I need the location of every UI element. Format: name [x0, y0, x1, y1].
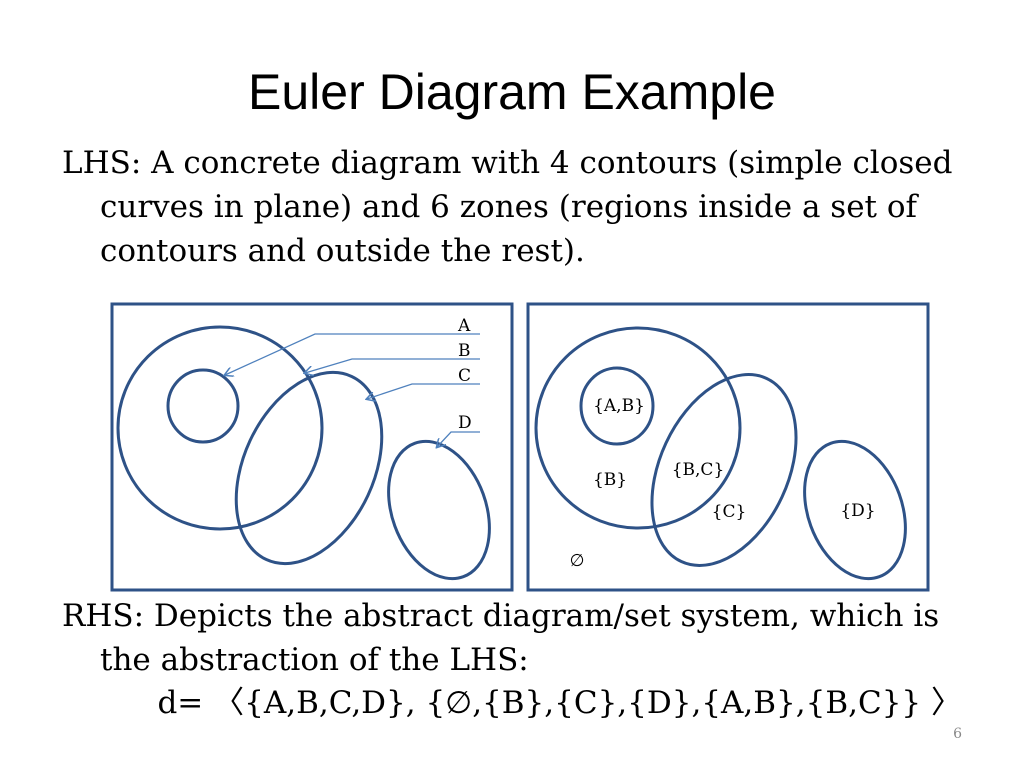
abstract-contour-a: [579, 366, 655, 446]
pointer-b: [305, 358, 480, 373]
label-a: A: [457, 316, 471, 336]
slide-number: 6: [953, 726, 962, 742]
label-b: B: [458, 341, 471, 361]
lhs-bullet: LHS: A concrete diagram with 4 contours …: [62, 141, 972, 273]
zone-label-empty: ∅: [570, 551, 585, 571]
label-d: D: [458, 413, 472, 433]
abstract-diagram-formula: d= 〈{A,B,C,D}, {∅,{B},{C},{D},{A,B},{B,C…: [157, 685, 962, 721]
contour-c: [234, 370, 384, 566]
abstract-contour-c: [650, 373, 798, 567]
abstract-contour-d: [803, 439, 907, 581]
zone-label-d: {D}: [840, 501, 875, 521]
rhs-bullet: RHS: Depicts the abstract diagram/set sy…: [62, 594, 972, 682]
zone-label-ab: {A,B}: [593, 396, 645, 416]
rhs-bullet-text: RHS: Depicts the abstract diagram/set sy…: [62, 598, 940, 678]
lhs-bullet-text: LHS: A concrete diagram with 4 contours …: [62, 145, 953, 269]
concrete-diagram-frame: [110, 302, 514, 592]
pointer-a: [225, 333, 480, 375]
zone-label-b: {B}: [593, 470, 627, 490]
pointer-c: [367, 383, 480, 399]
zone-label-c: {C}: [712, 502, 747, 522]
abstract-diagram-frame: [526, 302, 930, 592]
label-c: C: [458, 366, 471, 386]
contour-a: [166, 368, 240, 444]
concrete-diagram: A B C D: [110, 302, 514, 592]
slide-title: Euler Diagram Example: [248, 64, 776, 120]
pointer-d: [437, 431, 480, 447]
zone-label-bc: {B,C}: [672, 460, 725, 480]
abstract-contour-b: [534, 326, 742, 530]
abstract-diagram: {A,B} {B} {B,C} {C} {D} ∅: [526, 302, 930, 592]
contour-d: [387, 439, 491, 581]
contour-b: [116, 325, 324, 531]
